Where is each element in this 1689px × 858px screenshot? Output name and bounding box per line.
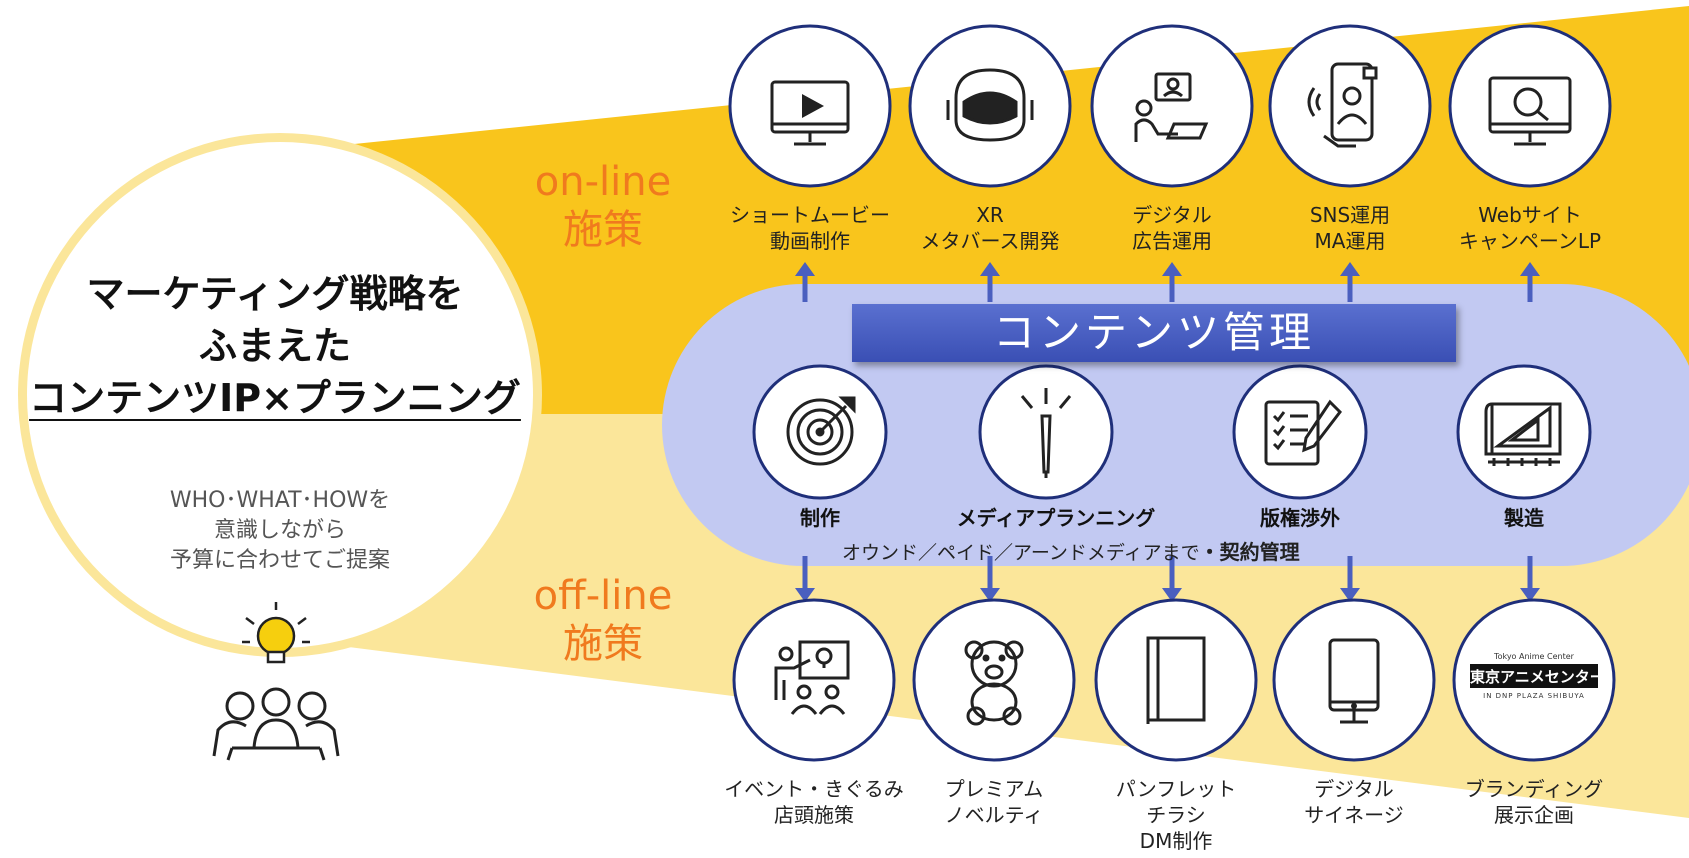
- caption-line-1: XR: [976, 203, 1004, 227]
- blueprint-icon: [1484, 402, 1562, 466]
- middle-label-4: 製造: [1504, 506, 1544, 530]
- media-sub-label: オウンド／ペイド／アーンドメディアまで: [842, 542, 1200, 564]
- online-ad-icon: [1134, 72, 1209, 142]
- caption-line-1: Webサイト: [1478, 203, 1582, 227]
- middle-circle-2: [978, 364, 1114, 500]
- online-circle-1: [728, 24, 892, 188]
- offline-circle-4: [1272, 598, 1436, 762]
- middle-label-1: 制作: [800, 506, 840, 530]
- caption-line-1: SNS運用: [1309, 203, 1391, 227]
- sub-line-2: 意識しながら: [213, 518, 346, 543]
- online-circle-4: [1268, 24, 1432, 188]
- event-presentation-icon: [774, 640, 850, 715]
- offline-caption-5: ブランディング 展示企画: [1424, 776, 1644, 828]
- contract-label: ・契約管理: [1199, 540, 1300, 564]
- title-line-2: ふまえた: [198, 324, 351, 368]
- middle-circle-3: [1232, 364, 1368, 500]
- caption-line-1: パンフレット: [1115, 777, 1237, 801]
- video-monitor-icon: [770, 80, 850, 146]
- online-caption-1: ショートムービー 動画制作: [700, 202, 920, 254]
- offline-label-line-2: 施策: [563, 621, 643, 667]
- middle-circle-1: [752, 364, 888, 500]
- online-zone-label: on-line 施策: [518, 158, 688, 254]
- online-caption-4: SNS運用 MA運用: [1240, 202, 1460, 254]
- left-circle: [27, 142, 533, 648]
- logo-bottom-text: IN DNP PLAZA SHIBUYA: [1483, 692, 1585, 700]
- left-subtitle: WHO･WHAT･HOWを 意識しながら 予算に合わせてご提案: [80, 486, 480, 576]
- caption-line-2: ノベルティ: [944, 803, 1044, 827]
- middle-label-3: 版権渉外: [1260, 506, 1340, 530]
- logo-top-text: Tokyo Anime Center: [1494, 652, 1574, 661]
- offline-caption-3: パンフレット チラシ DM制作: [1066, 776, 1286, 854]
- caption-line-1: イベント・きぐるみ: [724, 777, 904, 801]
- booklet-icon: [1146, 636, 1206, 724]
- offline-zone-label: off-line 施策: [518, 572, 688, 668]
- caption-line-2: MA運用: [1314, 229, 1386, 253]
- content-management-banner: コンテンツ管理: [852, 304, 1456, 362]
- smartphone-sns-icon: [1307, 62, 1378, 148]
- offline-circle-2: [912, 598, 1076, 762]
- online-circle-3: [1090, 24, 1254, 188]
- offline-circle-3: [1094, 598, 1258, 762]
- caption-line-1: デジタル: [1132, 203, 1212, 227]
- online-caption-2: XR メタバース開発: [880, 202, 1100, 254]
- web-search-icon: [1488, 76, 1572, 146]
- caption-line-1: ショートムービー: [730, 203, 890, 227]
- up-arrows: [795, 262, 1540, 302]
- caption-line-1: プレミアム: [944, 777, 1044, 801]
- target-icon: [786, 396, 856, 466]
- lightbulb-icon: [242, 602, 310, 664]
- down-arrows: [795, 556, 1540, 602]
- idea-pencil-icon: [1020, 388, 1072, 478]
- caption-line-2: サイネージ: [1304, 803, 1404, 827]
- caption-line-3: DM制作: [1139, 829, 1213, 853]
- title-line-1: マーケティング戦略を: [86, 272, 464, 316]
- caption-line-2: 展示企画: [1494, 803, 1574, 827]
- caption-line-1: ブランディング: [1464, 777, 1604, 801]
- offline-caption-1: イベント・きぐるみ 店頭施策: [704, 776, 924, 828]
- offline-caption-2: プレミアム ノベルティ: [884, 776, 1104, 828]
- vr-headset-icon: [946, 68, 1034, 142]
- online-circle-2: [908, 24, 1072, 188]
- online-label-line-1: on-line: [534, 159, 672, 205]
- sub-line-3: 予算に合わせてご提案: [169, 548, 390, 573]
- offline-circle-1: [732, 598, 896, 762]
- caption-line-2: 動画制作: [770, 229, 850, 253]
- online-caption-5: Webサイト キャンペーンLP: [1420, 202, 1640, 254]
- middle-circle-4: [1456, 364, 1592, 500]
- online-circle-5: [1448, 24, 1612, 188]
- title-line-3: コンテンツIP×プランニング: [29, 376, 521, 420]
- online-label-line-2: 施策: [563, 207, 643, 253]
- caption-line-2: 店頭施策: [774, 803, 854, 827]
- caption-line-2: キャンペーンLP: [1458, 229, 1602, 253]
- media-sub-row: オウンド／ペイド／アーンドメディアまで・契約管理: [842, 536, 1300, 565]
- team-people-icon: [212, 687, 340, 761]
- signage-icon: [1328, 638, 1380, 724]
- offline-label-line-1: off-line: [533, 573, 673, 619]
- logo-main-text: 東京アニメセンター: [1470, 668, 1605, 686]
- offline-caption-4: デジタル サイネージ: [1244, 776, 1464, 828]
- left-title: マーケティング戦略を ふまえた コンテンツIP×プランニング: [10, 268, 540, 424]
- checklist-icon: [1264, 399, 1342, 466]
- caption-line-2: 広告運用: [1132, 229, 1212, 253]
- caption-line-2: チラシ: [1146, 803, 1206, 827]
- middle-label-2: メディアプランニング: [956, 506, 1156, 530]
- sub-line-1: WHO･WHAT･HOWを: [169, 488, 391, 513]
- offline-circle-5: [1452, 598, 1616, 762]
- teddy-bear-icon: [964, 640, 1024, 726]
- caption-line-1: デジタル: [1314, 777, 1394, 801]
- caption-line-2: メタバース開発: [920, 229, 1060, 253]
- online-caption-3: デジタル 広告運用: [1062, 202, 1282, 254]
- showroom-logo-bar: [1470, 664, 1598, 688]
